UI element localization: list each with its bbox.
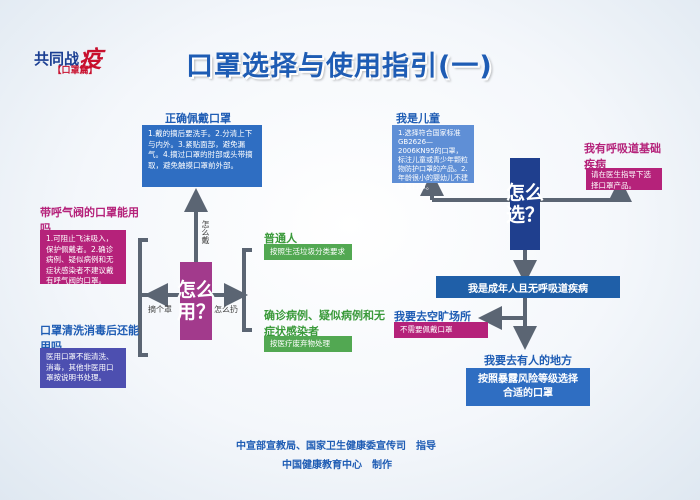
how-to-choose-hub: 怎么选？ [506, 158, 544, 250]
crowded-place-box: 按照暴露风险等级选择合适的口罩 [466, 368, 590, 406]
child-box: 1.选择符合国家标准GB2626—2006KN95的口罩，标注儿童或青少年颗粒物… [392, 125, 474, 191]
campaign-logo: 共同战疫 [34, 40, 102, 74]
correct-wearing-box: 1.戴的摘后要洗手。2.分清上下与内外。3.紧贴面部，避免漏气。4.摘过口罩的肘… [142, 125, 262, 187]
child-caption: 我是儿童 [396, 112, 440, 125]
how-to-use-hub: 怎么用？ [177, 262, 215, 340]
branch-label-wear: 怎么戴 [201, 220, 210, 244]
confirmed-cases-box: 按医疗废弃物处理 [264, 336, 352, 352]
valve-mask-box: 1.可阻止飞沫吸入，保护佩戴者。2.确诊病例、疑似病例和无症状感染者不建议戴有呼… [40, 230, 126, 285]
respiratory-box: 请在医生指导下选择口罩产品。 [586, 168, 662, 190]
open-space-caption: 我要去空旷场所 [394, 310, 471, 323]
respiratory-caption: 我有呼吸道基础疾病 [584, 142, 661, 171]
footer-producer: 中国健康教育中心 制作 [282, 460, 392, 471]
correct-wearing-caption: 正确佩戴口罩 [165, 112, 231, 125]
crowded-place-caption: 我要去有人的地方 [484, 354, 572, 367]
wash-mask-box: 医用口罩不能清洗、消毒，其他非医用口罩按说明书处理。 [40, 348, 126, 388]
logo-big-char: 疫 [79, 46, 103, 73]
adult-no-disease-box: 我是成年人且无呼吸道疾病 [436, 276, 620, 298]
logo-text: 共同战 [34, 50, 80, 68]
open-space-box: 不需要佩戴口罩 [394, 322, 488, 338]
ordinary-people-caption: 普通人 [264, 232, 297, 245]
branch-label-remove: 摘个罩 [148, 305, 172, 314]
confirmed-cases-caption: 确诊病例、疑似病例和无症状感染者 [264, 309, 385, 338]
logo-subtitle: 【口罩篇】 [52, 66, 98, 76]
footer-guidance: 中宣部宣教局、国家卫生健康委宣传司 指导 [236, 441, 436, 452]
ordinary-people-box: 按照生活垃圾分类要求 [264, 244, 352, 260]
valve-mask-caption: 带呼气阀的口罩能用吗 [40, 206, 139, 235]
page-title: 口罩选择与使用指引(一) [186, 51, 493, 82]
branch-label-dispose: 怎么扔 [214, 305, 238, 314]
